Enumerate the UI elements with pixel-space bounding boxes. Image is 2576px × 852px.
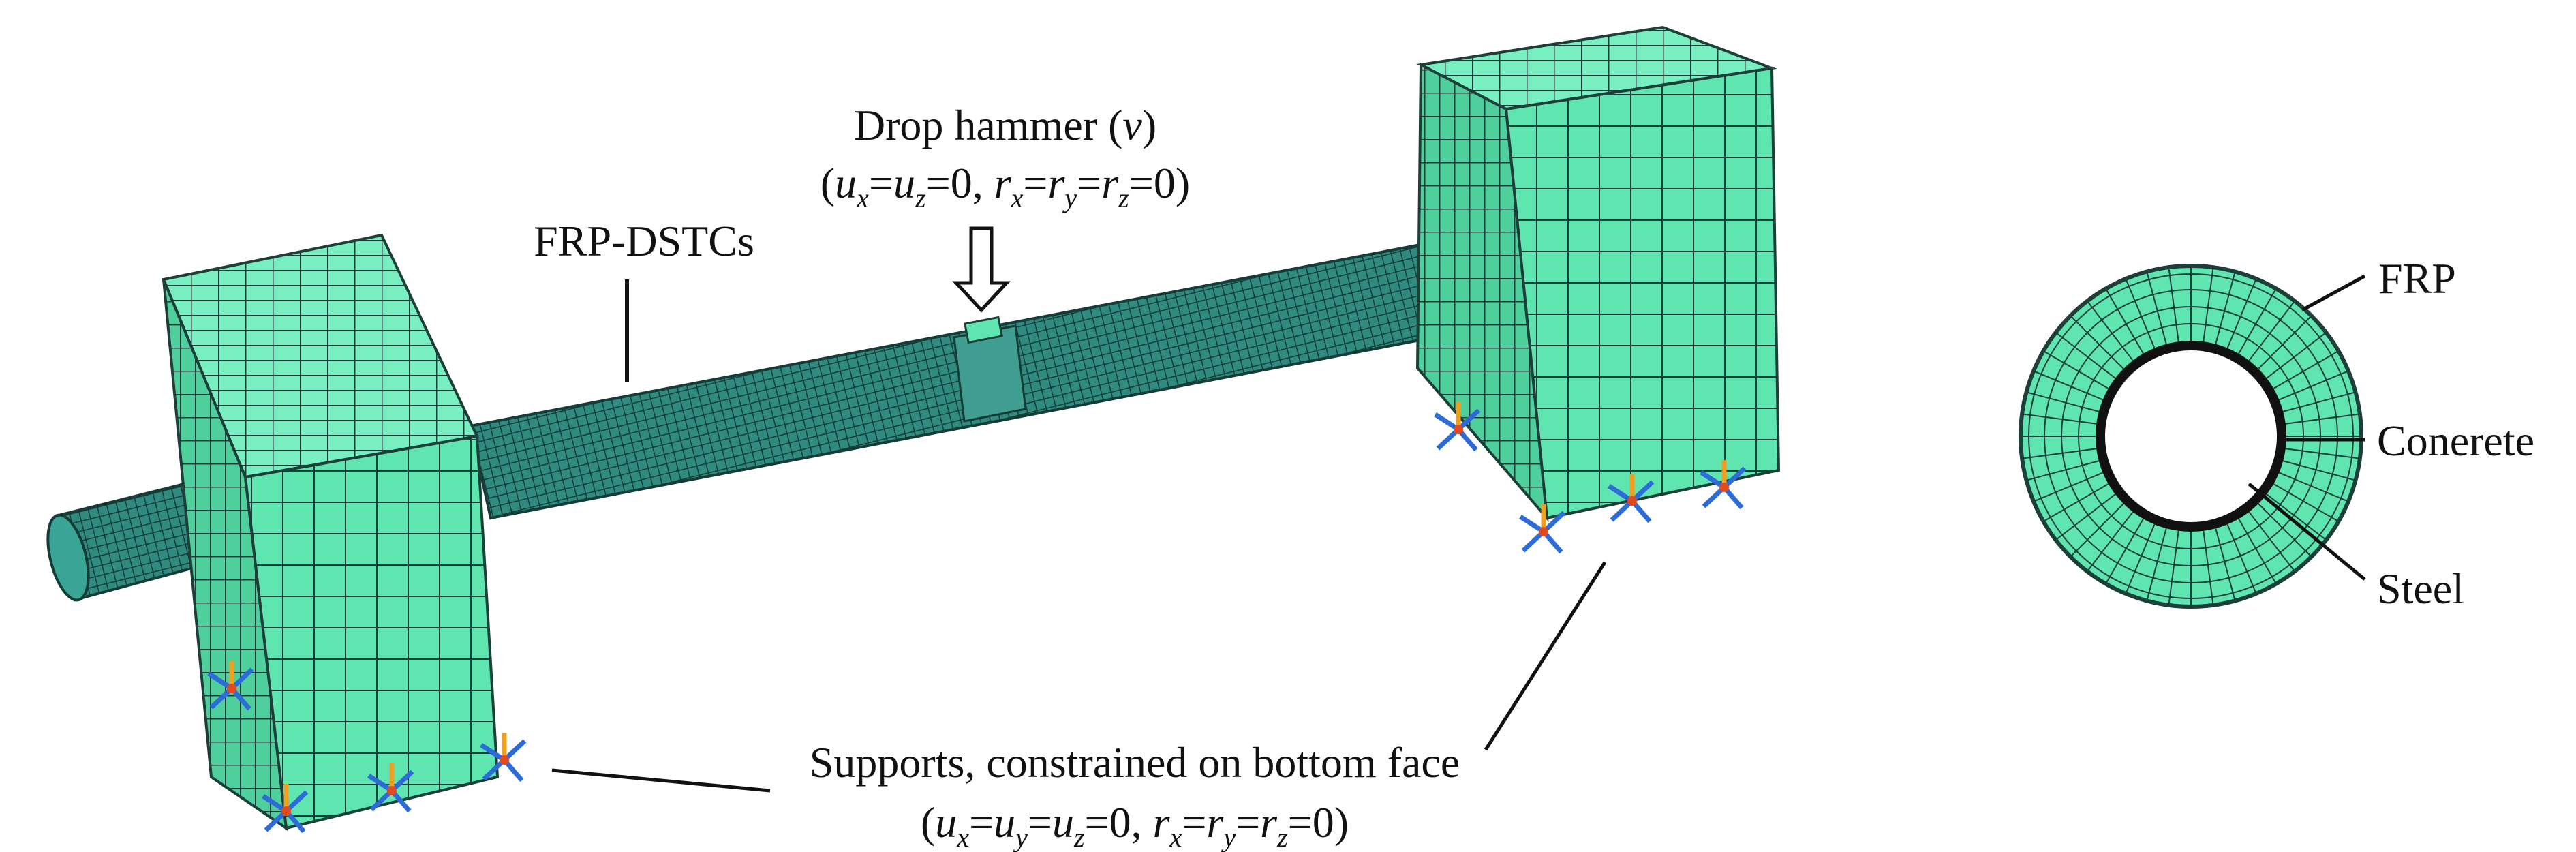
steel-leader	[2248, 483, 2366, 581]
mesh-radial-line	[2285, 413, 2359, 425]
support-constraints	[207, 402, 1747, 834]
right-block-side	[1504, 66, 1781, 520]
mesh-radial-line	[2070, 503, 2124, 557]
mesh-radial-line	[2226, 279, 2256, 349]
mesh-radial-line	[2056, 493, 2116, 540]
mesh-radial-line	[2027, 460, 2100, 481]
support-symbol	[480, 733, 527, 782]
frp-leader	[2301, 274, 2366, 312]
supports-leader-right	[1484, 561, 1607, 751]
mesh-radial-line	[2273, 351, 2338, 389]
supports-leader-left	[551, 768, 771, 793]
mesh-ring-line	[2044, 289, 2338, 583]
steel-label: Steel	[2377, 564, 2464, 613]
mesh-radial-line	[2126, 279, 2156, 349]
left-support-block	[162, 233, 500, 832]
frp-dstc-tube	[468, 226, 1538, 520]
cross-section-mesh	[2022, 267, 2360, 605]
mesh-radial-line	[2146, 528, 2167, 600]
mesh-radial-line	[2258, 503, 2312, 557]
mesh-radial-line	[2027, 391, 2100, 412]
mesh-radial-line	[2278, 472, 2348, 502]
mesh-radial-line	[2168, 530, 2179, 605]
support-symbol	[1608, 474, 1655, 523]
mesh-radial-line	[2238, 289, 2276, 354]
drop-hammer-bc: (ux=uz=0, rx=ry=rz=0)	[821, 159, 1190, 213]
impact-zone	[953, 324, 1027, 423]
support-symbol	[1700, 460, 1747, 510]
mesh-radial-line	[2034, 472, 2104, 502]
mesh-radial-line	[2282, 460, 2355, 481]
mesh-radial-line	[2248, 511, 2295, 571]
mesh-radial-line	[2070, 316, 2124, 369]
support-symbol	[1434, 402, 1481, 452]
mesh-radial-line	[2023, 413, 2097, 425]
cross-section-steel-tube	[2096, 341, 2286, 532]
mesh-radial-line	[2258, 316, 2312, 369]
mesh-ring-line	[2061, 306, 2321, 566]
mesh-radial-line	[2203, 268, 2214, 342]
concrete-label: Conerete	[2377, 416, 2534, 465]
drop-hammer-head	[964, 316, 1003, 344]
mesh-radial-line	[2203, 530, 2214, 605]
drop-hammer-arrow	[952, 226, 1011, 313]
mesh-radial-line	[2056, 333, 2116, 379]
drop-hammer-label: Drop hammer (v)	[854, 101, 1156, 149]
frp-dstcs-label: FRP-DSTCs	[534, 217, 754, 265]
mesh-radial-line	[2273, 483, 2338, 521]
cross-section-frp-ring	[2019, 264, 2363, 609]
mesh-radial-line	[2087, 511, 2134, 571]
supports-label: Supports, constrained on bottom face	[810, 738, 1460, 787]
right-support-block	[1415, 25, 1781, 523]
mesh-radial-line	[2087, 301, 2134, 361]
mesh-radial-line	[2215, 528, 2236, 600]
mesh-radial-line	[2023, 448, 2097, 459]
mesh-radial-line	[2034, 371, 2104, 401]
supports-bc: (ux=uy=uz=0, rx=ry=rz=0)	[921, 798, 1349, 852]
mesh-radial-line	[2215, 273, 2236, 345]
mesh-radial-line	[2285, 448, 2359, 459]
mesh-radial-line	[2106, 518, 2144, 583]
support-symbol	[1519, 504, 1566, 554]
support-symbol	[262, 784, 309, 834]
mesh-radial-line	[2146, 273, 2167, 345]
mesh-radial-line	[2126, 523, 2156, 593]
mesh-radial-line	[2266, 493, 2326, 540]
mesh-radial-line	[2226, 523, 2256, 593]
mesh-radial-line	[2278, 371, 2348, 401]
mesh-radial-line	[2282, 391, 2355, 412]
left-block-front	[243, 434, 500, 830]
mesh-radial-line	[2266, 333, 2326, 379]
mesh-radial-line	[2248, 301, 2295, 361]
support-symbol	[207, 661, 254, 711]
cross-section	[2019, 264, 2363, 609]
support-symbol	[367, 763, 414, 813]
mesh-radial-line	[2168, 268, 2179, 342]
mesh-radial-line	[2044, 483, 2109, 521]
mesh-radial-line	[2106, 289, 2144, 354]
frp-label: FRP	[2378, 254, 2456, 303]
mesh-radial-line	[2238, 518, 2276, 583]
mesh-radial-line	[2044, 351, 2109, 389]
mesh-ring-line	[2028, 273, 2354, 599]
mesh-ring-line	[2078, 323, 2304, 549]
